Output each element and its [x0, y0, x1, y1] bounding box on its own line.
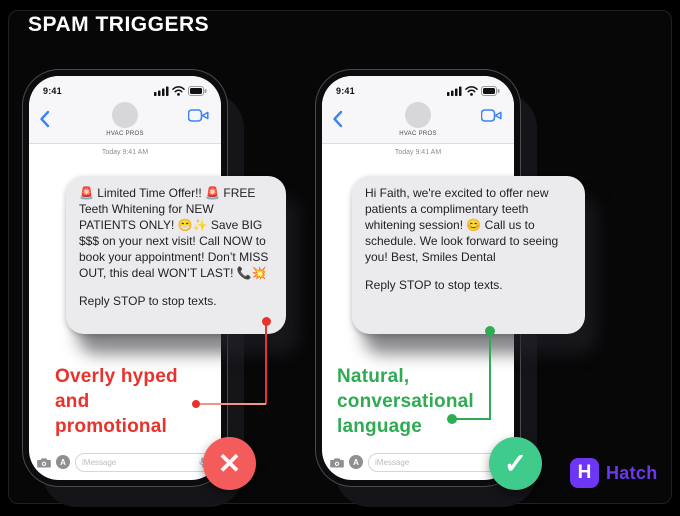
annotation-overly-hyped: Overly hyped and promotional	[55, 366, 178, 438]
wifi-icon	[465, 86, 478, 96]
x-badge: ✕	[203, 437, 256, 490]
appstore-icon[interactable]: A	[56, 455, 70, 469]
spam-message-text: 🚨 Limited Time Offer!! 🚨 FREE Teeth Whit…	[79, 186, 269, 280]
conversation-date: Today 9:41 AM	[394, 149, 442, 156]
annotation-natural-language: Natural, conversational language	[337, 366, 474, 438]
page-title: SPAM TRIGGERS	[28, 13, 210, 36]
video-call-icon[interactable]	[481, 109, 502, 122]
opt-out-text: Reply STOP to stop texts.	[365, 278, 503, 292]
status-bar: 9:41	[336, 85, 500, 97]
appstore-icon[interactable]: A	[349, 455, 363, 469]
imessage-input[interactable]: iMessage	[368, 452, 506, 472]
contact-avatar	[405, 102, 431, 128]
contact-name: HVAC PROS	[399, 131, 437, 137]
hatch-logo-mark-icon: H	[570, 458, 599, 488]
status-time: 9:41	[336, 86, 355, 96]
chat-header: 9:41 HVAC PROS	[322, 76, 514, 144]
green-connector-line-vertical	[489, 330, 491, 420]
battery-icon	[481, 86, 500, 96]
spam-message-bubble: 🚨 Limited Time Offer!! 🚨 FREE Teeth Whit…	[66, 176, 286, 334]
back-chevron-icon[interactable]	[39, 110, 50, 128]
red-connector-line-horizontal	[196, 403, 266, 405]
camera-icon[interactable]	[330, 457, 344, 468]
natural-message-bubble: Hi Faith, we're excited to offer new pat…	[352, 176, 585, 334]
back-chevron-icon[interactable]	[332, 110, 343, 128]
contact-avatar	[112, 102, 138, 128]
appstore-letter: A	[353, 457, 359, 467]
wifi-icon	[172, 86, 185, 96]
camera-icon[interactable]	[37, 457, 51, 468]
red-connector-dot-top	[262, 317, 271, 326]
signal-icon	[447, 86, 462, 96]
green-connector-dot-label	[447, 414, 457, 424]
imessage-input[interactable]: iMessage	[75, 452, 213, 472]
status-time: 9:41	[43, 86, 62, 96]
status-bar: 9:41	[43, 85, 207, 97]
signal-icon	[154, 86, 169, 96]
message-input-bar: A iMessage	[37, 451, 213, 473]
appstore-letter: A	[60, 457, 66, 467]
imessage-placeholder: iMessage	[82, 457, 117, 467]
imessage-placeholder: iMessage	[375, 457, 410, 467]
conversation-date: Today 9:41 AM	[101, 149, 149, 156]
hatch-logo-letter: H	[577, 462, 592, 483]
natural-message-text: Hi Faith, we're excited to offer new pat…	[365, 186, 559, 264]
chat-header: 9:41 HVAC PROS	[29, 76, 221, 144]
message-input-bar: A iMessage	[330, 451, 506, 473]
hatch-logo: H Hatch	[570, 458, 658, 488]
battery-icon	[188, 86, 207, 96]
contact-name: HVAC PROS	[106, 131, 144, 137]
green-connector-line-horizontal	[452, 418, 490, 420]
hatch-logo-wordmark: Hatch	[606, 462, 658, 483]
red-connector-dot-label	[192, 400, 200, 408]
check-icon: ✓	[503, 448, 528, 479]
opt-out-text: Reply STOP to stop texts.	[79, 294, 217, 308]
red-connector-line-vertical	[265, 322, 267, 404]
video-call-icon[interactable]	[188, 109, 209, 122]
check-badge: ✓	[489, 437, 542, 490]
green-connector-dot-top	[485, 326, 495, 336]
x-icon: ✕	[217, 448, 242, 479]
